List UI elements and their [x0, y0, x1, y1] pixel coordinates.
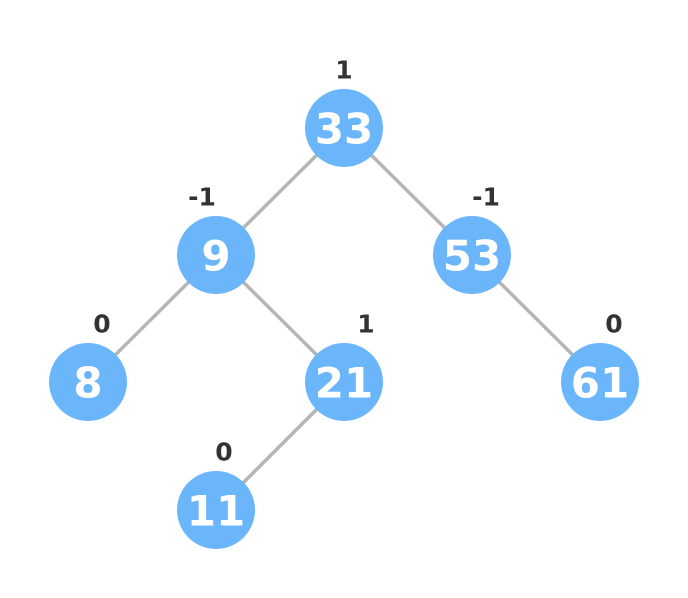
balance-factor-label: 0 — [605, 310, 622, 339]
node-circle — [49, 343, 127, 421]
node-circle — [433, 216, 511, 294]
node-value: 33 — [315, 105, 373, 154]
tree-node-53: 53 -1 — [433, 183, 511, 294]
node-circle — [305, 343, 383, 421]
node-value: 21 — [315, 359, 373, 408]
tree-node-21: 21 1 — [305, 310, 383, 421]
node-circle — [305, 89, 383, 167]
tree-edges — [86, 126, 602, 512]
tree-node-61: 61 0 — [561, 310, 639, 421]
node-value: 9 — [201, 232, 230, 281]
node-circle — [177, 471, 255, 549]
balance-factor-label: -1 — [188, 183, 216, 212]
node-value: 53 — [443, 232, 501, 281]
balance-factor-label: 1 — [357, 310, 374, 339]
tree-node-33: 33 1 — [305, 56, 383, 167]
tree-node-11: 11 0 — [177, 438, 255, 549]
node-value: 11 — [187, 487, 245, 536]
balance-factor-label: 0 — [215, 438, 232, 467]
tree-node-9: 9 -1 — [177, 183, 255, 294]
node-value: 61 — [571, 359, 629, 408]
tree-node-8: 80 — [49, 310, 127, 421]
node-circle — [561, 343, 639, 421]
balance-factor-label: 0 — [93, 310, 110, 339]
balance-factor-label: 1 — [335, 56, 352, 85]
node-value: 8 — [73, 359, 102, 408]
node-circle — [177, 216, 255, 294]
balance-factor-label: -1 — [472, 183, 500, 212]
